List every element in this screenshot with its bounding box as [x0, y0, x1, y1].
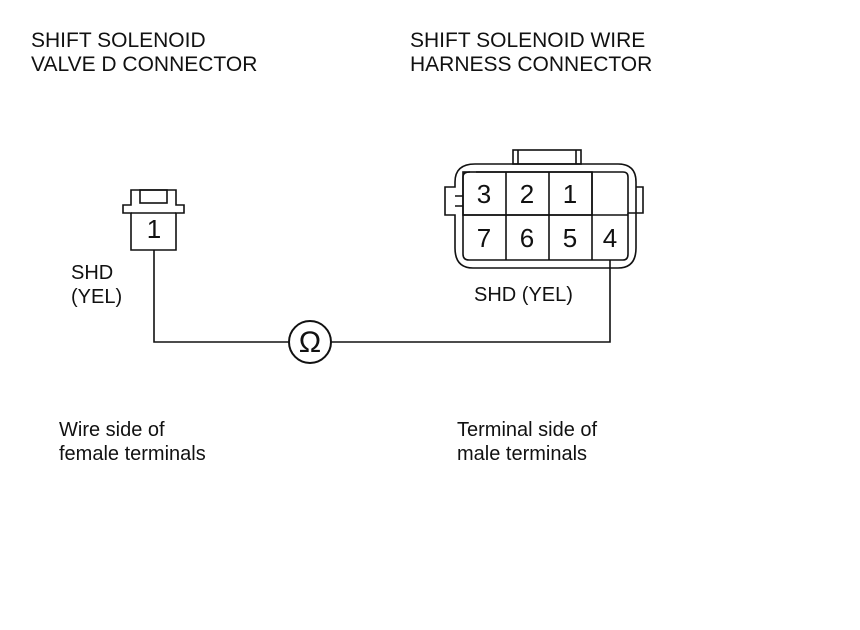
left-pin-1: 1: [147, 214, 161, 244]
left-connector-shape: [122, 189, 185, 251]
right-title-line2: HARNESS CONNECTOR: [410, 53, 653, 76]
left-test-lead: [153, 250, 289, 343]
right-note-line1: Terminal side of: [457, 419, 598, 441]
left-wire-line1: SHD: [71, 262, 114, 284]
left-wire-label: SHD (YEL): [71, 261, 122, 309]
left-title-line2: VALVE D CONNECTOR: [31, 53, 258, 76]
left-note-line2: female terminals: [59, 443, 206, 465]
right-pin-6: 6: [520, 223, 534, 253]
right-pin-5: 5: [563, 223, 577, 253]
right-note-line2: male terminals: [457, 443, 588, 465]
ohmmeter-circle: [288, 320, 332, 364]
left-wire-line2: (YEL): [71, 286, 123, 308]
left-connector-title: SHIFT SOLENOID VALVE D CONNECTOR: [31, 29, 257, 77]
right-title-line1: SHIFT SOLENOID WIRE: [410, 29, 646, 52]
right-wire-label: SHD (YEL): [474, 283, 573, 307]
right-connector-shape: [444, 149, 644, 269]
right-pin-4: 4: [603, 223, 617, 253]
right-wire-text: SHD (YEL): [474, 284, 573, 306]
right-pin-3: 3: [477, 179, 491, 209]
right-pin-2: 2: [520, 179, 534, 209]
right-pin-1: 1: [563, 179, 577, 209]
left-title-line1: SHIFT SOLENOID: [31, 29, 206, 52]
right-test-lead: [331, 260, 611, 343]
left-note-line1: Wire side of: [59, 419, 165, 441]
right-pin-7: 7: [477, 223, 491, 253]
right-connector-title: SHIFT SOLENOID WIRE HARNESS CONNECTOR: [410, 29, 652, 77]
ohm-icon: Ω: [299, 326, 321, 359]
left-terminal-note: Wire side of female terminals: [59, 418, 206, 466]
right-terminal-note: Terminal side of male terminals: [457, 418, 597, 466]
